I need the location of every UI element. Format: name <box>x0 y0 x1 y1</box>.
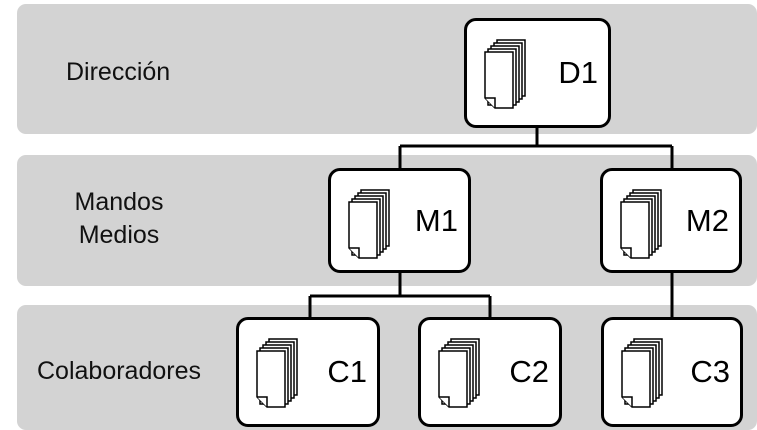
document-stack-icon <box>620 189 662 259</box>
org-node-m2[interactable]: M2 <box>600 168 742 273</box>
level-band-direccion <box>17 4 757 134</box>
org-node-m1[interactable]: M1 <box>328 168 471 273</box>
node-code-m2: M2 <box>685 202 729 238</box>
node-code-m1: M1 <box>414 202 458 238</box>
document-stack-icon <box>348 189 390 259</box>
level-label-colaboradores: Colaboradores <box>37 357 201 385</box>
node-code-c1: C1 <box>327 354 367 389</box>
level-label-medios: Medios <box>78 221 160 249</box>
node-code-c2: C2 <box>509 354 549 389</box>
org-node-c1[interactable]: C1 <box>236 317 380 427</box>
document-stack-icon <box>621 338 663 408</box>
level-label-mandos: Mandos <box>74 188 164 216</box>
org-node-d1[interactable]: D1 <box>464 18 611 128</box>
org-node-c3[interactable]: C3 <box>601 317 743 427</box>
node-code-d1: D1 <box>558 55 598 90</box>
document-stack-icon <box>438 338 480 408</box>
level-label-direccion: Dirección <box>66 58 171 86</box>
document-stack-icon <box>256 338 298 408</box>
level-label-mandos-medios: Mandos Medios <box>74 186 164 252</box>
org-node-c2[interactable]: C2 <box>418 317 562 427</box>
node-code-c3: C3 <box>690 354 730 389</box>
document-stack-icon <box>484 39 526 109</box>
